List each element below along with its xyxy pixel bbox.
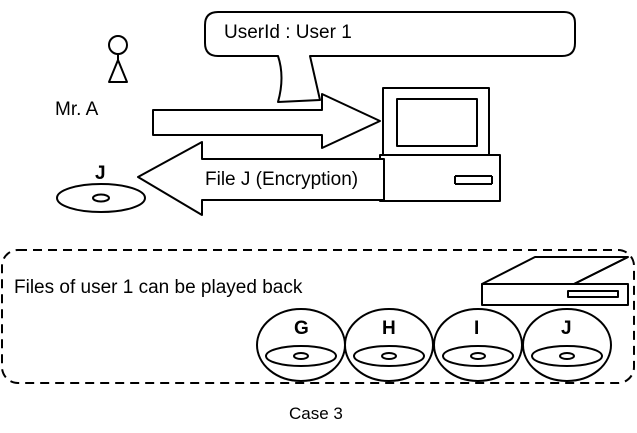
disc-i-icon	[442, 345, 514, 367]
disc-h-icon	[353, 345, 425, 367]
disc-group	[256, 308, 612, 382]
person-icon	[108, 35, 128, 83]
outgoing-arrow	[152, 93, 381, 149]
playback-text: Files of user 1 can be played back	[14, 277, 303, 298]
playback-box	[1, 249, 635, 384]
return-arrow-label: File J (Encryption)	[205, 169, 359, 190]
disc-j-outline	[522, 308, 612, 382]
disc-icon	[56, 183, 146, 213]
person-label: Mr. A	[55, 99, 99, 120]
disc-label: J	[95, 163, 106, 184]
caption: Case 3	[289, 404, 343, 423]
disc-i-label: I	[474, 318, 480, 339]
callout-text: UserId : User 1	[224, 22, 352, 43]
computer-icon	[379, 87, 501, 202]
disc-j-label: J	[561, 318, 572, 339]
disc-j-icon	[531, 345, 603, 367]
disc-g-label: G	[294, 318, 309, 339]
return-arrow	[137, 141, 385, 216]
disc-h-label: H	[382, 318, 396, 339]
disc-g-icon	[265, 345, 337, 367]
userid-callout	[204, 11, 576, 103]
player-device-icon	[481, 256, 629, 306]
